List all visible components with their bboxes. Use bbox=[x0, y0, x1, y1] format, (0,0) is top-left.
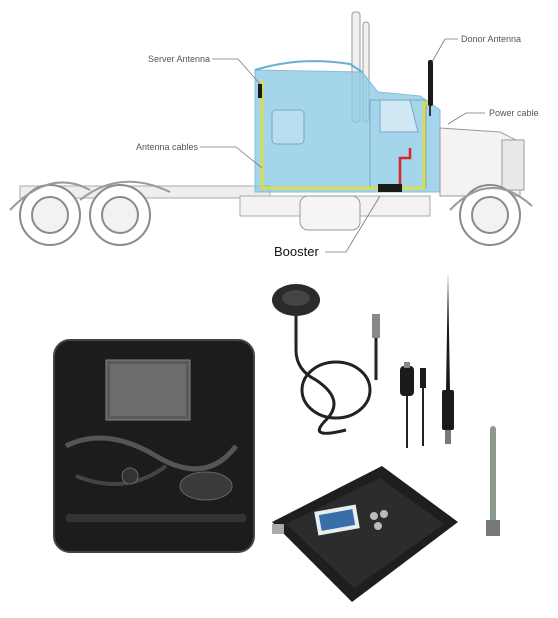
rubber-antenna bbox=[486, 426, 500, 536]
label-booster: Booster bbox=[274, 244, 319, 259]
truck-illustration bbox=[9, 11, 533, 253]
label-power-cable: Power cable bbox=[489, 108, 539, 118]
label-donor-antenna: Donor Antenna bbox=[461, 34, 522, 44]
booster-unit bbox=[272, 466, 458, 602]
label-antenna-cables: Antenna cables bbox=[136, 142, 199, 152]
carry-case bbox=[53, 339, 255, 553]
label-server-antenna: Server Antenna bbox=[148, 54, 211, 64]
indoor-antenna bbox=[272, 284, 380, 435]
car-charger bbox=[400, 362, 426, 448]
whip-antenna bbox=[442, 272, 454, 444]
